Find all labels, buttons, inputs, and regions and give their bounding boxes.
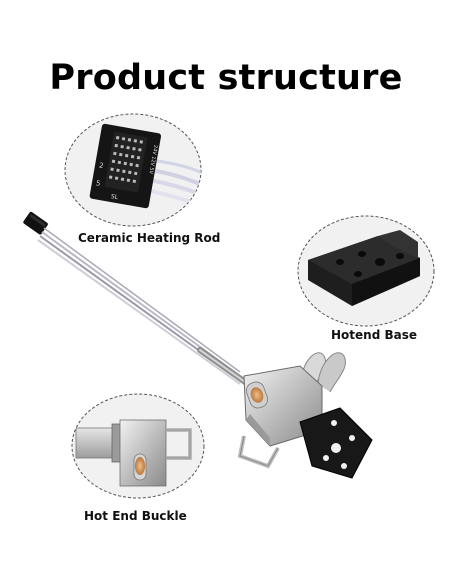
heating-rod-wires xyxy=(37,227,241,385)
pcb-marking-left-bottom: 5 xyxy=(95,179,101,188)
pcb-marking-bottom: SL xyxy=(110,193,119,201)
main-assembly xyxy=(23,211,373,479)
hot-end-buckle-closeup xyxy=(71,393,205,499)
ceramic-heating-rod-closeup: 2 5 24V 12V 5V SL xyxy=(64,113,202,227)
black-mounting-plate xyxy=(299,407,373,479)
hot-end-bracket xyxy=(237,365,323,469)
hotend-base-closeup xyxy=(297,215,435,327)
label-hotend-base: Hotend Base xyxy=(331,328,417,342)
page-title: Product structure xyxy=(49,58,403,98)
label-hot-end-buckle: Hot End Buckle xyxy=(84,509,187,523)
connector-plug xyxy=(23,211,48,235)
pcb-marking-left-top: 2 xyxy=(98,162,104,171)
label-ceramic-heating-rod: Ceramic Heating Rod xyxy=(78,231,221,245)
pcb-marking-right: 24V 12V 5V xyxy=(147,144,158,175)
